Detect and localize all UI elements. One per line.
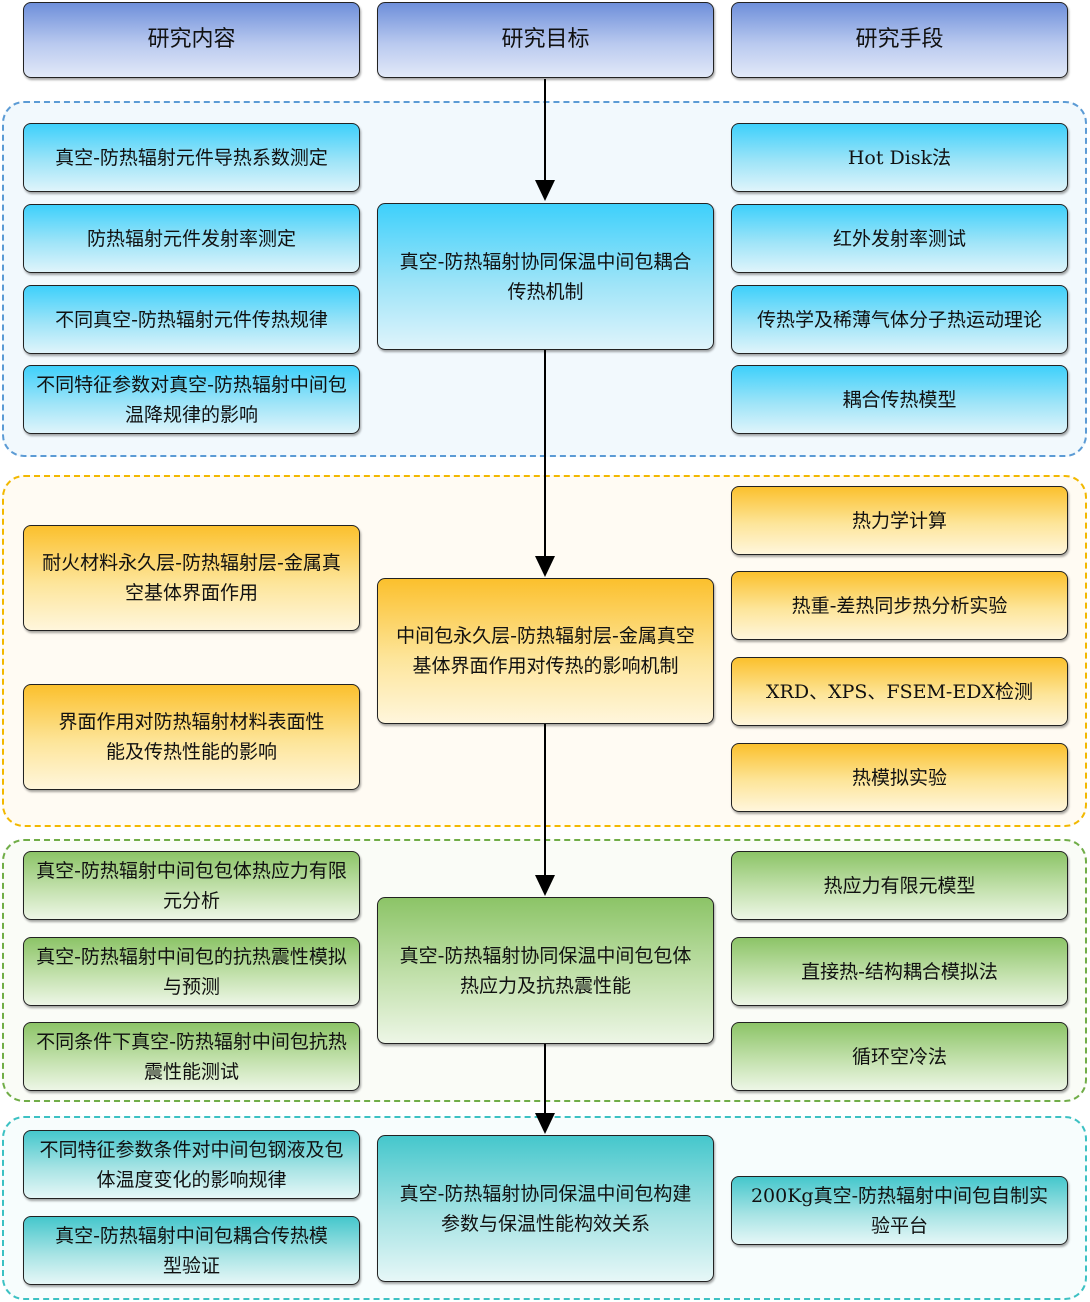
header-research-method: 研究手段 bbox=[731, 2, 1068, 78]
goal-box: 真空-防热辐射协同保温中间包构建参数与保温性能构效关系 bbox=[377, 1135, 714, 1282]
method-box: 循环空冷法 bbox=[731, 1022, 1068, 1091]
arrowhead-1 bbox=[535, 180, 555, 201]
content-box: 真空-防热辐射中间包的抗热震性模拟与预测 bbox=[23, 937, 360, 1006]
method-box: XRD、XPS、FSEM-EDX检测 bbox=[731, 657, 1068, 726]
content-box: 真空-防热辐射中间包耦合传热模型验证 bbox=[23, 1216, 360, 1285]
content-box: 真空-防热辐射中间包包体热应力有限元分析 bbox=[23, 851, 360, 920]
goal-box: 真空-防热辐射协同保温中间包包体热应力及抗热震性能 bbox=[377, 897, 714, 1044]
method-box: 红外发射率测试 bbox=[731, 204, 1068, 273]
content-box: 不同特征参数条件对中间包钢液及包体温度变化的影响规律 bbox=[23, 1130, 360, 1199]
arrowhead-4 bbox=[535, 1113, 555, 1134]
method-box: Hot Disk法 bbox=[731, 123, 1068, 192]
content-box: 不同特征参数对真空-防热辐射中间包温降规律的影响 bbox=[23, 365, 360, 434]
content-box: 界面作用对防热辐射材料表面性能及传热性能的影响 bbox=[23, 684, 360, 790]
content-box: 不同真空-防热辐射元件传热规律 bbox=[23, 285, 360, 354]
method-box: 热模拟实验 bbox=[731, 743, 1068, 812]
content-box: 耐火材料永久层-防热辐射层-金属真空基体界面作用 bbox=[23, 525, 360, 631]
method-box: 热力学计算 bbox=[731, 486, 1068, 555]
method-box: 热重-差热同步热分析实验 bbox=[731, 571, 1068, 640]
goal-box: 真空-防热辐射协同保温中间包耦合传热机制 bbox=[377, 203, 714, 350]
content-box: 真空-防热辐射元件导热系数测定 bbox=[23, 123, 360, 192]
header-research-goal: 研究目标 bbox=[377, 2, 714, 78]
goal-box: 中间包永久层-防热辐射层-金属真空基体界面作用对传热的影响机制 bbox=[377, 578, 714, 724]
method-box: 传热学及稀薄气体分子热运动理论 bbox=[731, 285, 1068, 354]
method-box: 热应力有限元模型 bbox=[731, 851, 1068, 920]
header-research-content: 研究内容 bbox=[23, 2, 360, 78]
method-box: 直接热-结构耦合模拟法 bbox=[731, 937, 1068, 1006]
content-box: 不同条件下真空-防热辐射中间包抗热震性能测试 bbox=[23, 1022, 360, 1091]
arrowhead-2 bbox=[535, 556, 555, 577]
method-box: 耦合传热模型 bbox=[731, 365, 1068, 434]
method-box: 200Kg真空-防热辐射中间包自制实验平台 bbox=[731, 1176, 1068, 1245]
arrowhead-3 bbox=[535, 875, 555, 896]
content-box: 防热辐射元件发射率测定 bbox=[23, 204, 360, 273]
